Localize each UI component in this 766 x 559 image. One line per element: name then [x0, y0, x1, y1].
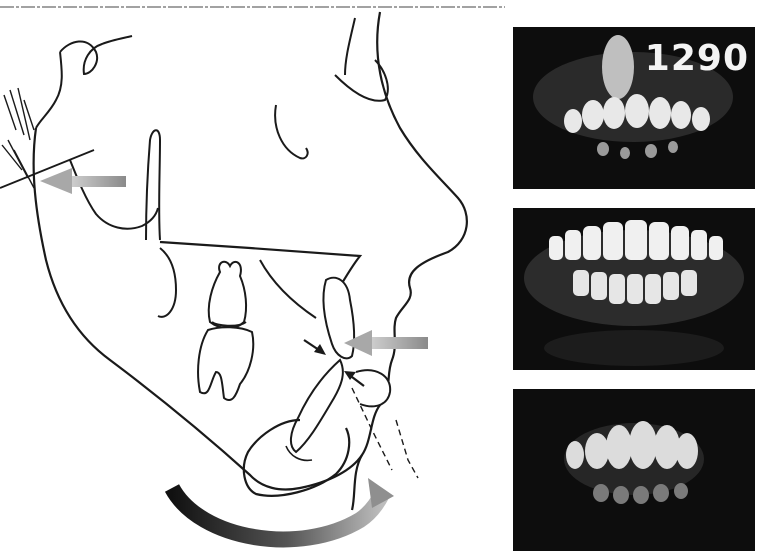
upper-molar — [209, 262, 246, 328]
photo-case-number: 1290 — [645, 41, 749, 77]
upper-incisor — [324, 278, 355, 359]
intraoral-photo-after — [513, 389, 755, 551]
mandibular-plane — [260, 260, 316, 318]
occipital-hatching — [2, 88, 34, 188]
ramus-line — [70, 160, 158, 229]
cranial-base-outline — [36, 36, 132, 128]
rotation-arrow — [172, 478, 394, 539]
palatal-plane-lower — [158, 248, 176, 317]
intraoral-photo-occlusion — [513, 208, 755, 370]
maxilla-contour — [275, 105, 307, 158]
lower-molar — [198, 327, 253, 400]
intraoral-photo-before: 1290 — [513, 27, 755, 189]
orbit-contour — [335, 60, 388, 101]
incisor-arrow — [344, 330, 428, 356]
cephalometric-tracing — [0, 0, 505, 559]
dashed-guide-line-2 — [396, 420, 418, 478]
orbit-inner-line — [345, 18, 355, 75]
small-dark-arrow-upper — [304, 340, 326, 355]
lower-lip — [356, 370, 390, 406]
soft-tissue-profile — [352, 12, 467, 510]
condylar-process — [146, 130, 160, 240]
lower-incisor — [291, 360, 343, 452]
